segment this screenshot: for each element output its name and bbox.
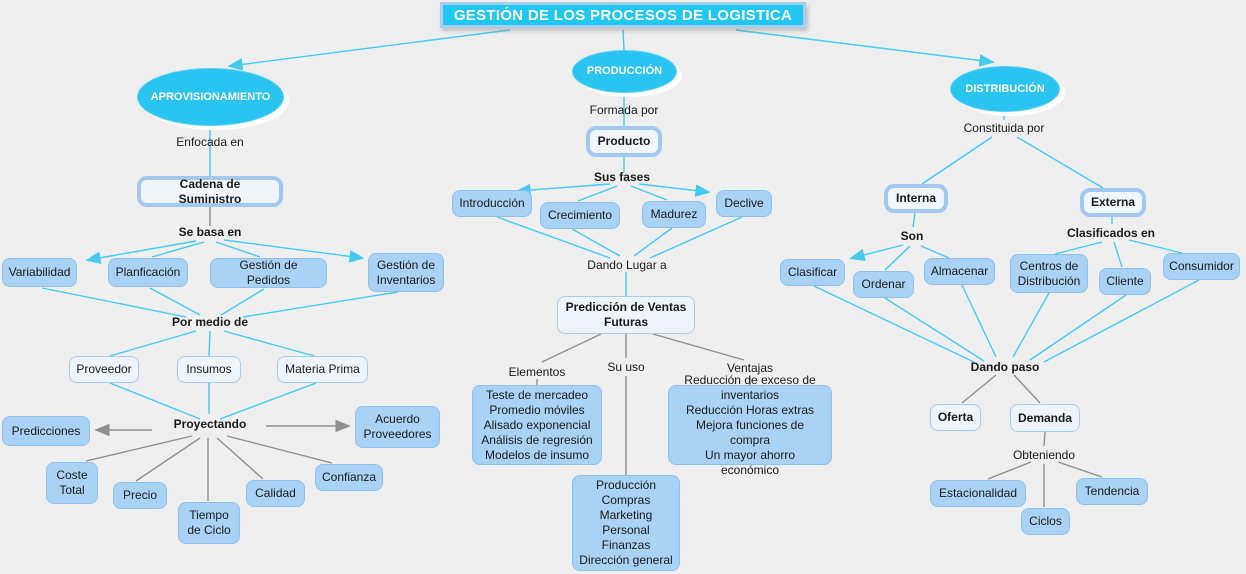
link-se-basa-en: Se basa en	[178, 224, 242, 239]
concept-interna[interactable]: Interna	[884, 184, 948, 213]
concept-confianza[interactable]: Confianza	[315, 464, 383, 491]
concept-elementos-lista[interactable]: Teste de mercadeo Promedio móviles Alisa…	[472, 385, 602, 465]
concept-declive[interactable]: Declive	[716, 190, 772, 217]
link-sus-fases: Sus fases	[593, 169, 651, 184]
concept-insumos[interactable]: Insumos	[177, 356, 241, 383]
link-enfocada-en: Enfocada en	[176, 134, 244, 149]
concept-cadena-de-suministro[interactable]: Cadena de Suministro	[137, 176, 283, 207]
concept-predicciones[interactable]: Predicciones	[2, 416, 90, 446]
concept-externa[interactable]: Externa	[1080, 188, 1146, 217]
link-formada-por: Formada por	[589, 102, 659, 117]
concept-variabilidad[interactable]: Variabilidad	[2, 258, 77, 287]
concept-ciclos[interactable]: Ciclos	[1021, 508, 1070, 535]
concept-aprovisionamiento[interactable]: APROVISIONAMIENTO	[137, 68, 284, 126]
concept-ordenar[interactable]: Ordenar	[853, 271, 914, 298]
concept-consumidor[interactable]: Consumidor	[1163, 253, 1240, 280]
concept-demanda[interactable]: Demanda	[1010, 404, 1080, 432]
concept-planficacion[interactable]: Planficación	[108, 258, 188, 287]
cyan-connectors	[41, 29, 1200, 420]
concept-calidad[interactable]: Calidad	[246, 480, 305, 507]
concept-producto[interactable]: Producto	[586, 126, 662, 157]
concept-prediccion-de-ventas-futuras[interactable]: Predicción de Ventas Futuras	[557, 296, 695, 334]
concept-tendencia[interactable]: Tendencia	[1076, 478, 1148, 505]
concept-produccion[interactable]: PRODUCCIÓN	[572, 50, 677, 93]
concept-madurez[interactable]: Madurez	[642, 201, 706, 228]
gray-connectors	[85, 207, 1103, 507]
concept-coste-total[interactable]: Coste Total	[46, 462, 98, 504]
link-por-medio-de: Por medio de	[171, 314, 248, 329]
concept-centros-de-distribucion[interactable]: Centros de Distribución	[1010, 254, 1088, 293]
concept-precio[interactable]: Precio	[113, 482, 167, 509]
concept-gestion-de-pedidos[interactable]: Gestión de Pedidos	[210, 258, 327, 288]
concept-introduccion[interactable]: Introducción	[452, 190, 532, 217]
link-su-uso: Su uso	[607, 359, 645, 374]
concept-su-uso-lista[interactable]: Producción Compras Marketing Personal Fi…	[572, 475, 680, 571]
link-dando-lugar-a: Dando Lugar a	[587, 257, 667, 272]
concept-tiempo-de-ciclo[interactable]: Tiempo de Ciclo	[178, 502, 240, 544]
concept-estacionalidad[interactable]: Estacionalidad	[930, 480, 1026, 507]
link-dando-paso: Dando paso	[970, 359, 1040, 374]
link-ventajas: Ventajas	[726, 360, 774, 375]
link-elementos: Elementos	[508, 364, 566, 379]
map-title[interactable]: GESTIÓN DE LOS PROCESOS DE LOGISTICA	[440, 2, 806, 28]
concept-almacenar[interactable]: Almacenar	[924, 258, 995, 285]
concept-crecimiento[interactable]: Crecimiento	[540, 202, 620, 229]
link-clasificados-en: Clasificados en	[1066, 225, 1156, 240]
concept-distribucion[interactable]: DISTRIBUCIÓN	[950, 66, 1060, 112]
concept-gestion-de-inventarios[interactable]: Gestión de Inventarios	[368, 253, 444, 292]
concept-proveedor[interactable]: Proveedor	[69, 356, 139, 383]
link-constituida-por: Constituida por	[963, 120, 1045, 135]
link-son: Son	[900, 228, 924, 243]
link-proyectando: Proyectando	[173, 416, 247, 431]
concept-acuerdo-proveedores[interactable]: Acuerdo Proveedores	[355, 406, 440, 448]
concept-ventajas-lista[interactable]: Reducción de exceso de inventarios Reduc…	[668, 373, 832, 477]
concept-materia-prima[interactable]: Materia Prima	[277, 356, 368, 383]
concept-clasificar[interactable]: Clasificar	[780, 259, 845, 286]
link-obteniendo: Obteniendo	[1012, 447, 1076, 462]
concept-oferta[interactable]: Oferta	[930, 404, 981, 431]
concept-cliente[interactable]: Cliente	[1099, 268, 1151, 295]
